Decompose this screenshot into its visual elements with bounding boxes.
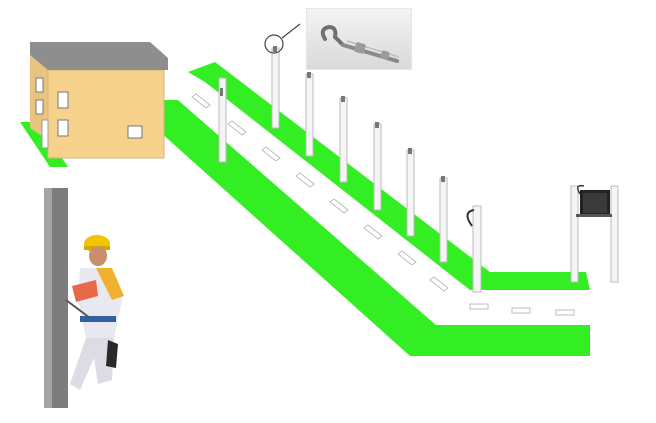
- pole-row: [218, 46, 482, 293]
- pole-icon: [373, 122, 382, 211]
- pole-icon: [439, 176, 448, 263]
- cable-hook-photo-icon: [306, 8, 412, 70]
- lane-markings: [191, 93, 575, 316]
- lower-verge: [160, 100, 590, 356]
- pole-icon: [466, 205, 482, 293]
- road: [178, 82, 590, 325]
- pole-climbing-worker-icon: [44, 188, 124, 408]
- building-icon: [30, 42, 168, 159]
- street-cabinet-icon: [570, 184, 619, 283]
- magnifier-callout-icon: [264, 23, 301, 54]
- pole-icon: [271, 46, 280, 129]
- pole-icon: [339, 96, 348, 183]
- pole-icon: [406, 148, 415, 237]
- upper-verge: [188, 62, 590, 290]
- pole-icon: [305, 72, 314, 157]
- pole-icon: [218, 77, 227, 163]
- cable-hook-drawing: [320, 24, 400, 63]
